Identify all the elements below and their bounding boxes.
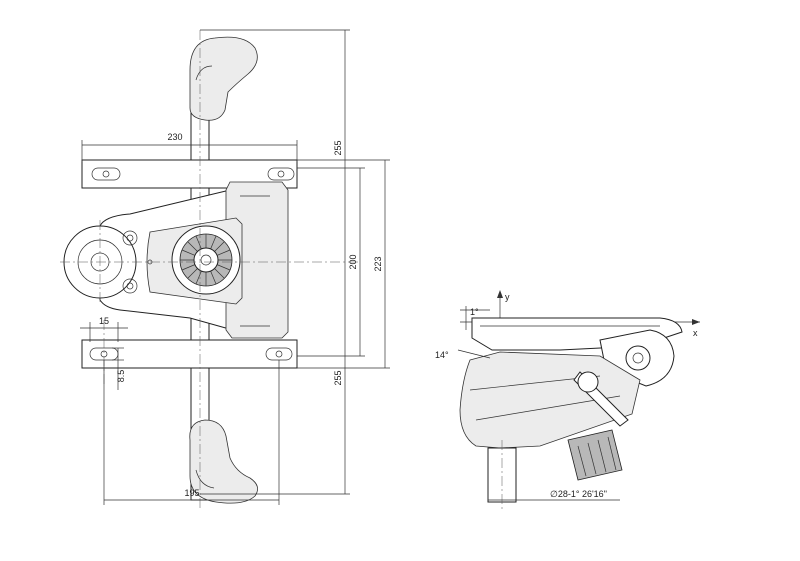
dim-hole-offset: 15 [99,316,109,326]
lower-lever-handle [189,419,258,504]
boss-bolt-lower [122,278,138,294]
dim-lower-height: 255 [333,370,343,385]
side-view: y x 1° 14° ∅28-1° 26' [435,290,700,510]
dim-slot-width: 8.5 [116,370,126,383]
release-knob [577,371,599,393]
boss-bolt-upper [122,230,138,246]
y-axis-label: y [505,292,510,302]
front-view: 230 255 200 223 255 15 8.5 195 [60,29,390,510]
dim-center-height: 200 [348,254,358,269]
taper-dimension: ∅28-1° 26'16" [550,489,607,499]
upper-slot-right [267,167,295,181]
lower-mounting-bar [81,339,298,369]
dim-top-width: 230 [167,132,182,142]
upper-slot-left [91,167,121,181]
dim-bottom-width: 195 [184,488,199,498]
side-chuck [567,429,623,481]
x-axis-label: x [693,328,698,338]
upper-lever-handle [189,36,258,121]
side-post [487,447,517,503]
side-pivot [625,345,651,371]
angle-small: 1° [470,307,479,317]
angle-tilt: 14° [435,350,449,360]
dim-overall-height: 223 [373,256,383,271]
dim-upper-height: 255 [333,140,343,155]
